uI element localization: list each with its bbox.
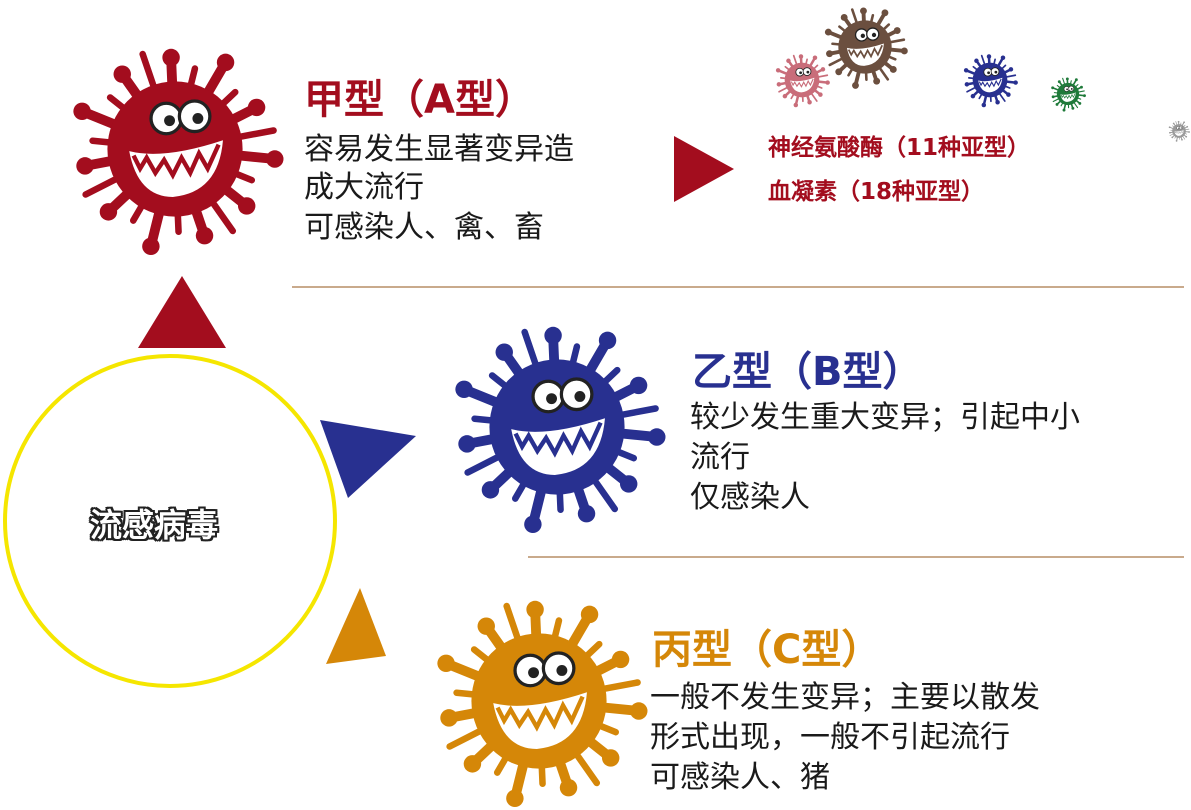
small-virus-icon-gray — [1168, 120, 1190, 142]
type-b-title: 乙型（B型） — [692, 350, 923, 394]
small-virus-icon-green — [1050, 76, 1086, 112]
divider-b-c — [528, 556, 1184, 558]
type-a-description-line-3: 可感染人、禽、畜 — [304, 208, 544, 248]
arrow-up-type-c — [324, 586, 388, 666]
type-b-description-line-2: 流行 — [690, 438, 750, 478]
virus-icon-type-b — [448, 318, 666, 536]
type-a-description-line-1: 容易发生显著变异造 — [304, 130, 574, 170]
center-label: 流感病毒 — [90, 500, 218, 546]
type-c-description-line-1: 一般不发生变异；主要以散发 — [650, 678, 1040, 718]
small-virus-icon-navy — [962, 52, 1018, 108]
type-a-title: 甲型（A型） — [304, 78, 535, 122]
type-c-title: 丙型（C型） — [652, 628, 881, 672]
virus-icon-type-a — [66, 40, 284, 258]
type-a-description-line-2: 成大流行 — [304, 168, 424, 208]
type-c-description-line-2: 形式出现，一般不引起流行 — [650, 718, 1010, 758]
type-b-description-line-1: 较少发生重大变异；引起中小 — [690, 398, 1080, 438]
small-virus-icon-brown — [822, 4, 908, 90]
type-b-description-line-3: 仅感染人 — [690, 478, 810, 518]
type-a-subtype-neuraminidase: 神经氨酸酶（11种亚型） — [768, 126, 1030, 170]
divider-a-b — [292, 286, 1184, 288]
virus-icon-type-c — [430, 592, 648, 810]
arrow-up-type-a — [136, 274, 228, 350]
type-a-subtype-hemagglutinin: 血凝素（18种亚型） — [768, 170, 984, 214]
arrow-right-type-b — [318, 418, 418, 500]
type-c-description-line-3: 可感染人、猪 — [650, 758, 830, 798]
arrow-right-subtypes — [672, 134, 736, 204]
